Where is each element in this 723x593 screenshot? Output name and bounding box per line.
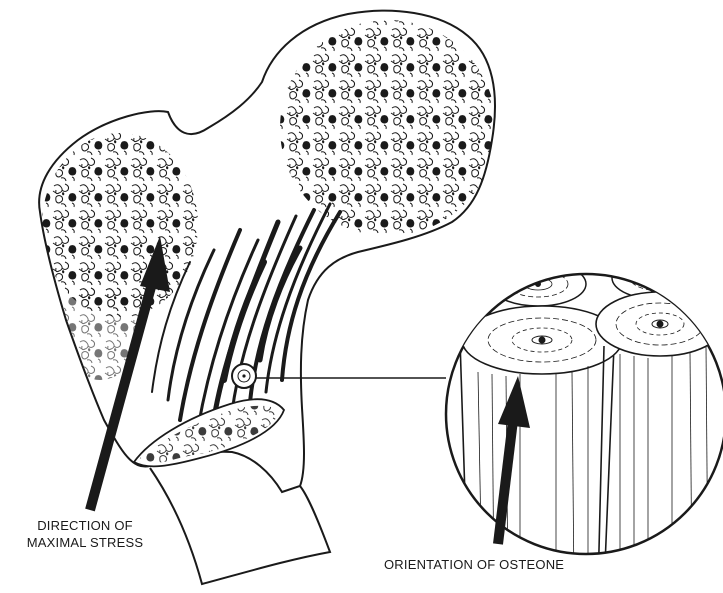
osteone-marker	[232, 364, 256, 388]
stress-label-line-2: MAXIMAL STRESS	[10, 534, 160, 551]
stress-direction-label: DIRECTION OF MAXIMAL STRESS	[10, 517, 160, 551]
femur-shaft	[150, 468, 330, 584]
stress-label-line-1: DIRECTION OF	[10, 517, 160, 534]
magnified-osteone	[446, 256, 723, 590]
osteone-orientation-label: ORIENTATION OF OSTEONE	[384, 556, 564, 573]
